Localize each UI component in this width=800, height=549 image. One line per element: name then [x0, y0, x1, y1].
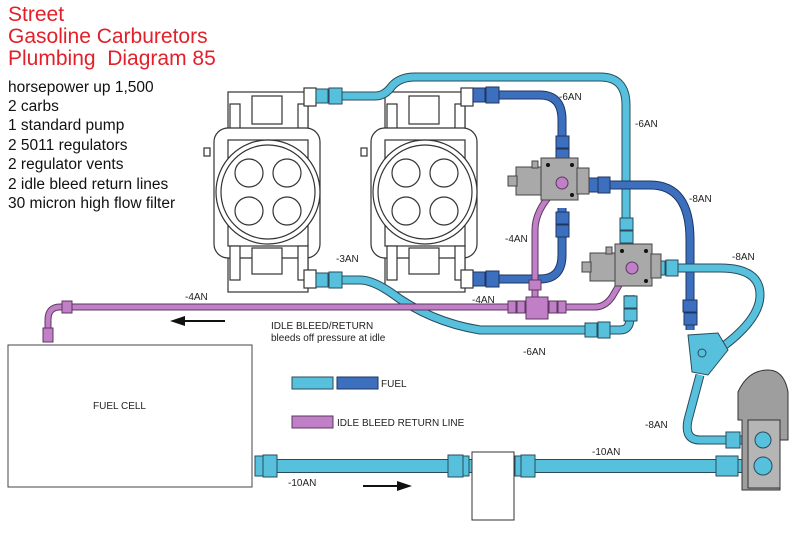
hose-reg1-out-8an — [590, 180, 695, 330]
hose-carb2-bottom-dark — [473, 208, 567, 284]
spec-item: 2 carbs — [8, 98, 59, 115]
label-pump-out-10an: -10AN — [592, 447, 620, 458]
hose-top-feed-6an — [340, 72, 631, 225]
label-cell-out-10an: -10AN — [288, 478, 316, 489]
supply-flow-arrow — [363, 481, 412, 491]
label-right-feed-6an: -6AN — [635, 119, 658, 130]
label-top-feed-6an: -6AN — [559, 92, 582, 103]
fuel-cell — [7, 344, 253, 488]
legend-idle-bleed-label: IDLE BLEED RETURN LINE — [337, 418, 465, 429]
label-return-4an: -4AN — [185, 292, 208, 303]
idle-bleed-annotation-title: IDLE BLEED/RETURN — [271, 321, 373, 332]
idle-bleed-tee — [525, 296, 549, 320]
title-line-1: Street — [8, 3, 65, 26]
spec-item: 30 micron high flow filter — [8, 195, 176, 212]
title-line-2: Gasoline Carburetors — [8, 25, 208, 48]
hose-lower-6an — [340, 275, 635, 335]
regulator-2 — [581, 243, 662, 287]
label-reg2-in-8an: -8AN — [732, 252, 755, 263]
spec-item: 1 standard pump — [8, 117, 125, 134]
idle-bleed-annotation-desc: bleeds off pressure at idle — [271, 333, 386, 344]
legend-swatch-fuel-dark — [336, 376, 379, 390]
legend-swatch-idle-bleed — [291, 415, 334, 429]
label-reg1-out-8an: -8AN — [689, 194, 712, 205]
fuel-pump — [737, 369, 789, 491]
fittings — [42, 86, 741, 478]
carburetor-2 — [360, 87, 478, 293]
legend-fuel-label: FUEL — [381, 379, 407, 390]
return-flow-arrow — [170, 316, 225, 326]
spec-item: horsepower up 1,500 — [8, 79, 154, 96]
fuel-cell-label: FUEL CELL — [93, 401, 146, 412]
hose-pump-8an — [682, 373, 758, 445]
hose-carb2-top-dark — [473, 90, 567, 160]
spec-item: 2 regulator vents — [8, 156, 124, 173]
legend: FUEL IDLE BLEED RETURN LINE — [291, 376, 465, 429]
spec-item: 2 idle bleed return lines — [8, 176, 169, 193]
label-carb-3an: -3AN — [336, 254, 359, 265]
label-reg1-bleed-4an: -4AN — [505, 234, 528, 245]
regulator-1 — [507, 157, 590, 201]
title-line-3: Plumbing Diagram 85 — [8, 47, 216, 70]
label-lower-6an: -6AN — [523, 347, 546, 358]
legend-swatch-fuel-light — [291, 376, 334, 390]
carburetor-1 — [203, 87, 321, 293]
y-block-fitting — [687, 332, 729, 376]
spec-item: 2 5011 regulators — [8, 137, 128, 154]
label-pump-8an: -8AN — [645, 420, 668, 431]
hose-reg2-in-8an — [655, 263, 765, 349]
fuel-filter — [471, 451, 515, 521]
label-tee-4an: -4AN — [472, 295, 495, 306]
